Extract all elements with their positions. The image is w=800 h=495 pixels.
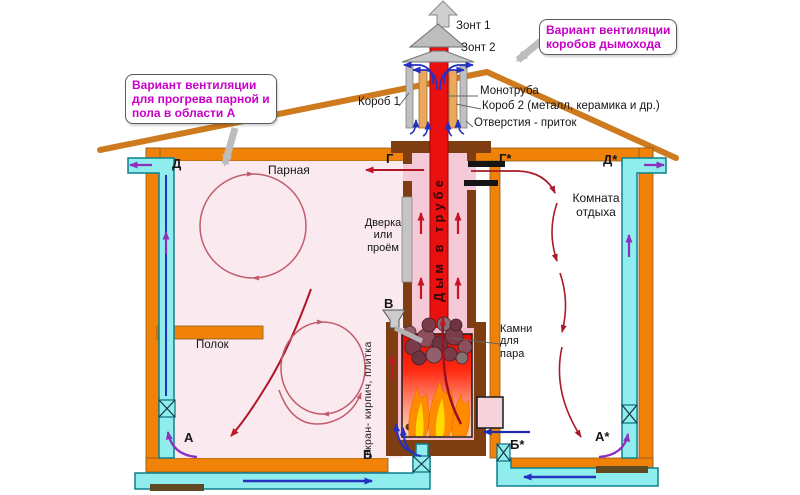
steam-room-interior (160, 161, 403, 458)
label-rest-room: Комната отдыха (556, 191, 636, 220)
point-a-star: А* (595, 429, 610, 444)
valve-right-duct (621, 404, 638, 424)
left-floor (145, 457, 389, 473)
korob1-left-bar (405, 65, 414, 129)
zont1-hood (408, 23, 467, 48)
chimney-airflow-arrows (403, 61, 474, 137)
label-zont2: Зонт 2 (461, 42, 496, 54)
left-foundation-bar (150, 484, 204, 491)
label-stones-line1: Камни (500, 323, 533, 335)
valve-b (412, 455, 431, 473)
valve-b-star (496, 443, 511, 462)
korob2-left-bar (418, 69, 428, 129)
flames (408, 379, 470, 437)
chimney-top (401, 0, 475, 335)
vent-louvers (464, 161, 505, 186)
right-foundation-bar (596, 466, 648, 473)
callout-right-line2: коробов дымохода (546, 37, 661, 52)
cold-flow-arrows (129, 161, 665, 485)
zont2-hood (401, 50, 475, 63)
bench (156, 325, 264, 340)
point-b: Б (363, 447, 373, 462)
korob1-right-bar (459, 65, 468, 129)
label-rest-room-line2: отдыха (576, 204, 616, 219)
callout-left-line2: для прогрева парной и (132, 92, 270, 107)
hot-flow-arrows (199, 166, 582, 438)
point-g-star: Г* (499, 151, 512, 166)
right-wall-duct (621, 157, 667, 459)
point-d-star: Д* (603, 152, 618, 167)
label-door: Дверка или проём (362, 217, 404, 254)
callout-left-line1: Вариант вентиляции (132, 78, 257, 92)
label-door-line3: проём (367, 241, 399, 254)
callout-left-line3: пола в области А (132, 106, 236, 121)
point-b-star: Б* (510, 437, 525, 452)
label-screen: Экран- кирпич, плитка (362, 341, 374, 458)
stove (382, 309, 504, 456)
label-stones: Камни для пара (500, 323, 532, 360)
valve-left-duct (158, 399, 176, 418)
label-bench: Полок (196, 339, 229, 351)
point-a: А (184, 430, 194, 445)
valves (158, 399, 638, 473)
point-v: В (384, 296, 394, 311)
label-korob1: Короб 1 (358, 96, 401, 108)
label-stones-line3: пара (500, 347, 525, 360)
left-wall (145, 147, 161, 471)
label-zont1: Зонт 1 (456, 20, 491, 32)
label-door-line1: Дверка (364, 217, 402, 229)
point-g: Г (386, 151, 394, 166)
callout-chimney-ventilation: Вариант вентиляции коробов дымохода (539, 19, 678, 56)
point-d: Д (172, 156, 182, 171)
callout-floor-heating: Вариант вентиляции для прогрева парной и… (125, 74, 277, 125)
label-steam-room: Парная (268, 163, 310, 177)
label-stones-line2: для (500, 335, 519, 348)
label-otverstiya: Отверстия - приток (474, 117, 577, 129)
korob2-right-bar (448, 69, 458, 129)
chimney-casing (403, 153, 476, 332)
exhaust-up-arrow (427, 0, 459, 28)
air-intake-box (476, 396, 504, 429)
label-door-line2: или (373, 229, 393, 242)
label-monotruba: Монотруба (480, 85, 539, 97)
left-callout-arrow (221, 127, 239, 167)
funnel-feed-pipe (393, 325, 424, 344)
leader-lines (398, 92, 501, 345)
label-smoke-in-pipe: Дым в трубе (431, 176, 446, 302)
door-opening (401, 196, 413, 283)
label-korob2: Короб 2 (металл, керамика и др.) (482, 100, 660, 112)
label-rest-room-line1: Комната (572, 191, 620, 205)
right-wall (638, 147, 654, 471)
callout-right-line1: Вариант вентиляции (546, 23, 671, 37)
